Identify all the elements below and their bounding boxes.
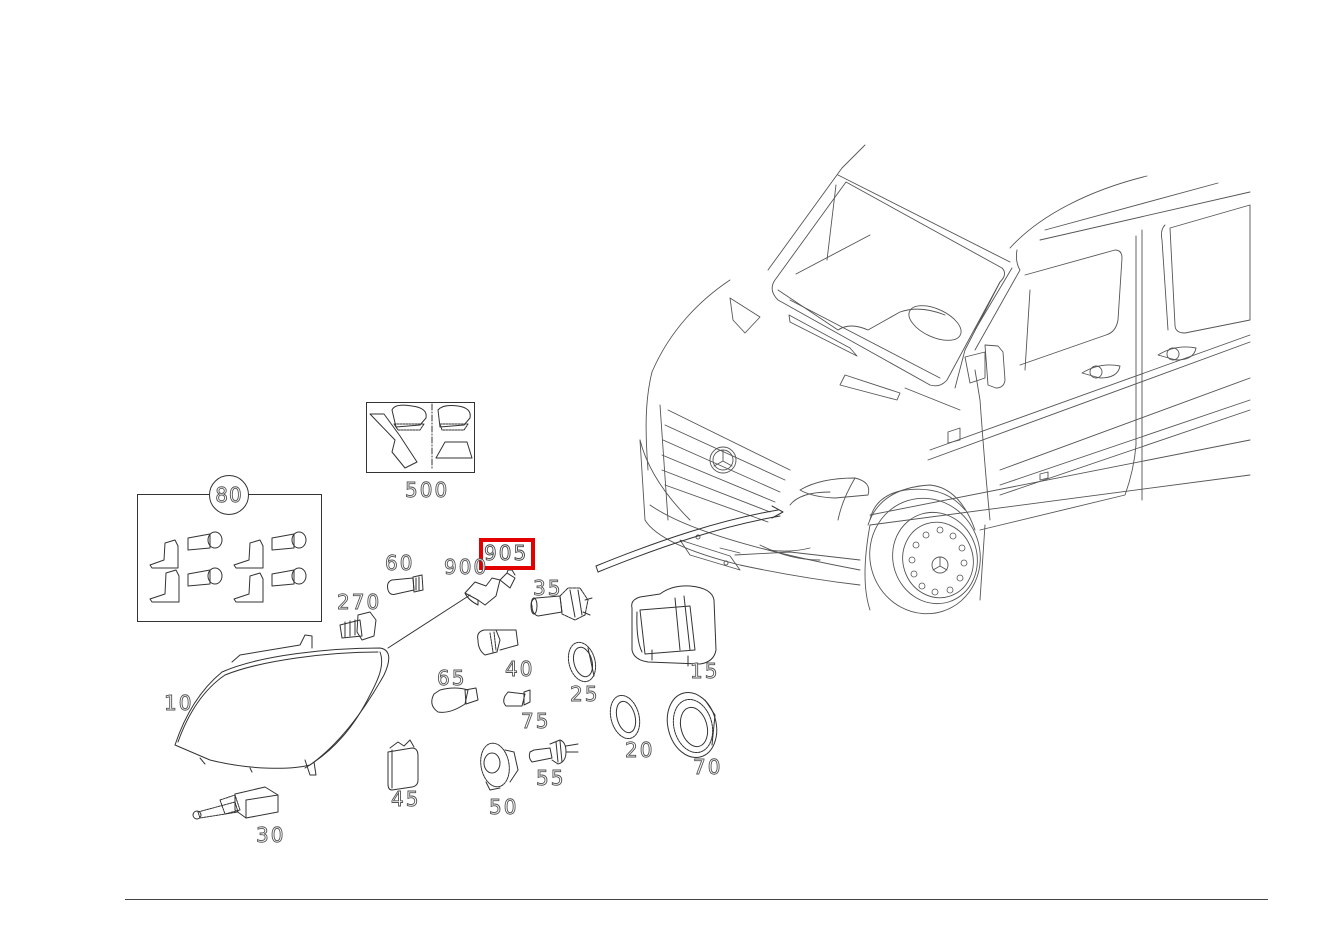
- part-30-art: [192, 786, 279, 820]
- part-70-label[interactable]: 70: [693, 755, 723, 779]
- part-500-kit-frame: [366, 402, 475, 473]
- part-905-label[interactable]: 905: [484, 541, 529, 565]
- part-25-label[interactable]: 25: [570, 682, 600, 706]
- part-50-art: [480, 742, 519, 791]
- part-45-art: [387, 739, 419, 791]
- part-900-label[interactable]: 900: [444, 555, 489, 579]
- part-75-label[interactable]: 75: [521, 709, 551, 733]
- part-20-label[interactable]: 20: [625, 738, 655, 762]
- part-500-art: [369, 403, 473, 471]
- part-45-label[interactable]: 45: [391, 787, 421, 811]
- part-270-label[interactable]: 270: [337, 590, 382, 614]
- part-15-label[interactable]: 15: [690, 659, 720, 683]
- part-10-drawing[interactable]: [172, 635, 392, 775]
- part-35-art: [530, 587, 593, 621]
- part-900-art: [464, 577, 501, 606]
- part-10-label[interactable]: 10: [164, 691, 194, 715]
- location-arrow: [595, 505, 784, 573]
- part-55-label[interactable]: 55: [536, 766, 566, 790]
- part-60-art: [387, 574, 424, 595]
- part-55-art: [528, 739, 579, 765]
- part-30-label[interactable]: 30: [256, 823, 286, 847]
- part-65-art: [431, 687, 479, 713]
- part-40-label[interactable]: 40: [505, 657, 535, 681]
- part-40-art: [477, 629, 519, 656]
- part-65-label[interactable]: 65: [437, 666, 467, 690]
- part-50-label[interactable]: 50: [489, 795, 519, 819]
- part-20-art: [609, 694, 641, 740]
- part-75-art: [503, 689, 531, 707]
- part-270-art: [339, 611, 377, 641]
- part-60-label[interactable]: 60: [385, 551, 415, 575]
- part-10-art: [174, 594, 471, 776]
- part-80-bubble[interactable]: 80: [209, 475, 249, 515]
- footer-divider: [125, 899, 1268, 900]
- part-80-art: [149, 531, 307, 603]
- part-25-art: [567, 641, 597, 683]
- part-905-art: [499, 569, 516, 589]
- van-location-view: [636, 140, 1250, 615]
- part-70-art: [666, 692, 718, 758]
- part-35-label[interactable]: 35: [533, 576, 563, 600]
- van-illustration: [639, 144, 1251, 615]
- part-905-highlight-box: [479, 538, 535, 570]
- part-15-art: [631, 585, 717, 667]
- part-80-label[interactable]: 80: [215, 483, 243, 508]
- part-500-label[interactable]: 500: [405, 478, 450, 502]
